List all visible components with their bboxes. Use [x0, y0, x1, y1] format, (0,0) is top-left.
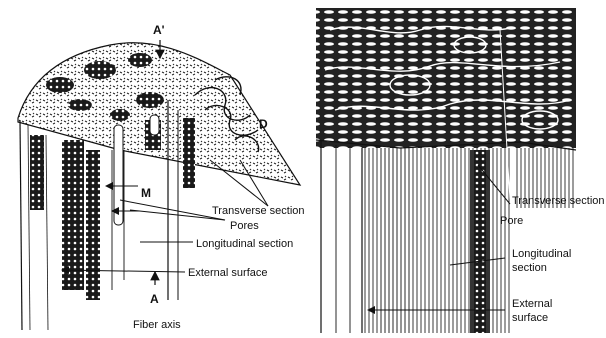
left-longitudinal-section-label: Longitudinal section	[196, 238, 293, 250]
cell-column-3	[86, 150, 100, 300]
left-transverse-section-label: Transverse section	[212, 205, 305, 217]
right-external-line2: surface	[512, 312, 548, 324]
right-longitudinal-line2: section	[512, 262, 547, 274]
left-transverse-surface	[18, 43, 300, 185]
left-pores-label: Pores	[230, 220, 259, 232]
right-pore-label: Pore	[500, 215, 523, 227]
right-longitudinal-line1: Longitudinal	[512, 248, 571, 260]
pore-2	[150, 115, 159, 135]
cell-column-5	[183, 118, 195, 188]
right-transverse-section-label: Transverse section	[512, 195, 605, 207]
cell-column-1	[30, 135, 44, 210]
label-d: D	[259, 117, 268, 131]
cell-column-2	[62, 140, 84, 290]
left-panel: A' A M D Transverse section Pores Longit…	[18, 23, 305, 331]
label-m: M	[141, 186, 151, 200]
marker-a-prime: A'	[153, 23, 165, 37]
pore-1	[114, 125, 123, 225]
left-external-surface-label: External surface	[188, 267, 267, 279]
right-panel: Transverse section Pore Longitudinal sec…	[316, 8, 605, 333]
right-transverse-block	[316, 8, 576, 148]
right-external-line1: External	[512, 298, 552, 310]
marker-a: A	[150, 292, 159, 306]
fiber-axis-label: Fiber axis	[133, 319, 181, 331]
